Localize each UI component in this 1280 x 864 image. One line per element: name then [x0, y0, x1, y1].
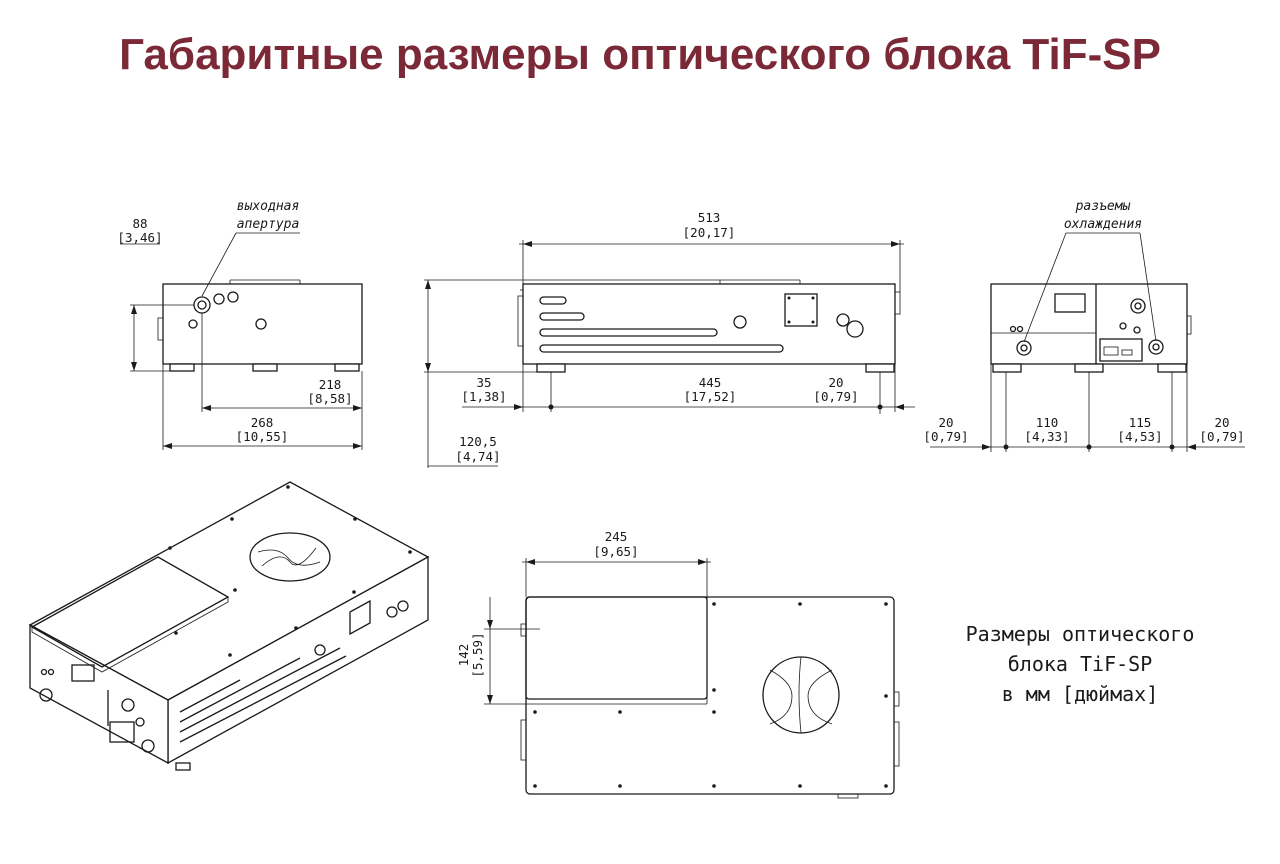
caption-line1: Размеры оптического	[966, 622, 1195, 646]
front-aperture-offset-in: [8,58]	[307, 391, 352, 406]
front-view: выходная апертура 88 [3,46] 218 [8,58] 2…	[117, 199, 363, 450]
rear-dim4-mm: 20	[1214, 415, 1229, 430]
top-height-in: [5,59]	[470, 632, 485, 677]
side-foot-right-mm: 20	[828, 375, 843, 390]
caption: Размеры оптического блока TiF-SP в мм [д…	[966, 622, 1195, 706]
side-view: 513 [20,17] 35 [1,38] 445 [17,52] 20 [0,…	[424, 210, 915, 468]
cooling-label-line2: охлаждения	[1064, 217, 1142, 232]
aperture-label-line1: выходная	[237, 199, 300, 214]
side-foot-span-in: [17,52]	[684, 389, 737, 404]
rear-dim3-mm: 115	[1129, 415, 1152, 430]
side-foot-right-in: [0,79]	[813, 389, 858, 404]
side-length-mm: 513	[698, 210, 721, 225]
top-height-mm: 142	[456, 644, 471, 667]
side-length-in: [20,17]	[683, 225, 736, 240]
side-foot-left-mm: 35	[476, 375, 491, 390]
cooling-label-line1: разъемы	[1075, 199, 1131, 214]
side-foot-left-in: [1,38]	[461, 389, 506, 404]
rear-dim3-in: [4,53]	[1117, 429, 1162, 444]
side-foot-span-mm: 445	[699, 375, 722, 390]
page-title: Габаритные размеры оптического блока TiF…	[119, 30, 1161, 79]
aperture-label-line2: апертура	[237, 217, 300, 232]
front-height-in: [3,46]	[117, 230, 162, 245]
front-aperture-offset-mm: 218	[319, 377, 342, 392]
front-width-in: [10,55]	[236, 429, 289, 444]
front-width-mm: 268	[251, 415, 274, 430]
front-height-mm: 88	[132, 216, 147, 231]
rear-dim2-mm: 110	[1036, 415, 1059, 430]
rear-view: разъемы охлаждения 20 [0,79] 110 [4,33] …	[923, 199, 1245, 452]
rear-dim1-in: [0,79]	[923, 429, 968, 444]
top-view: 245 [9,65] 142 [5,59]	[456, 529, 900, 799]
isometric-view	[28, 481, 430, 771]
top-width-mm: 245	[605, 529, 628, 544]
side-total-height-mm: 120,5	[459, 434, 497, 449]
rear-dim4-in: [0,79]	[1199, 429, 1244, 444]
caption-line3: в мм [дюймах]	[1002, 682, 1159, 706]
caption-line2: блока TiF-SP	[1008, 652, 1153, 676]
side-total-height-in: [4,74]	[455, 449, 500, 464]
top-width-in: [9,65]	[593, 544, 638, 559]
rear-dim1-mm: 20	[938, 415, 953, 430]
rear-dim2-in: [4,33]	[1024, 429, 1069, 444]
